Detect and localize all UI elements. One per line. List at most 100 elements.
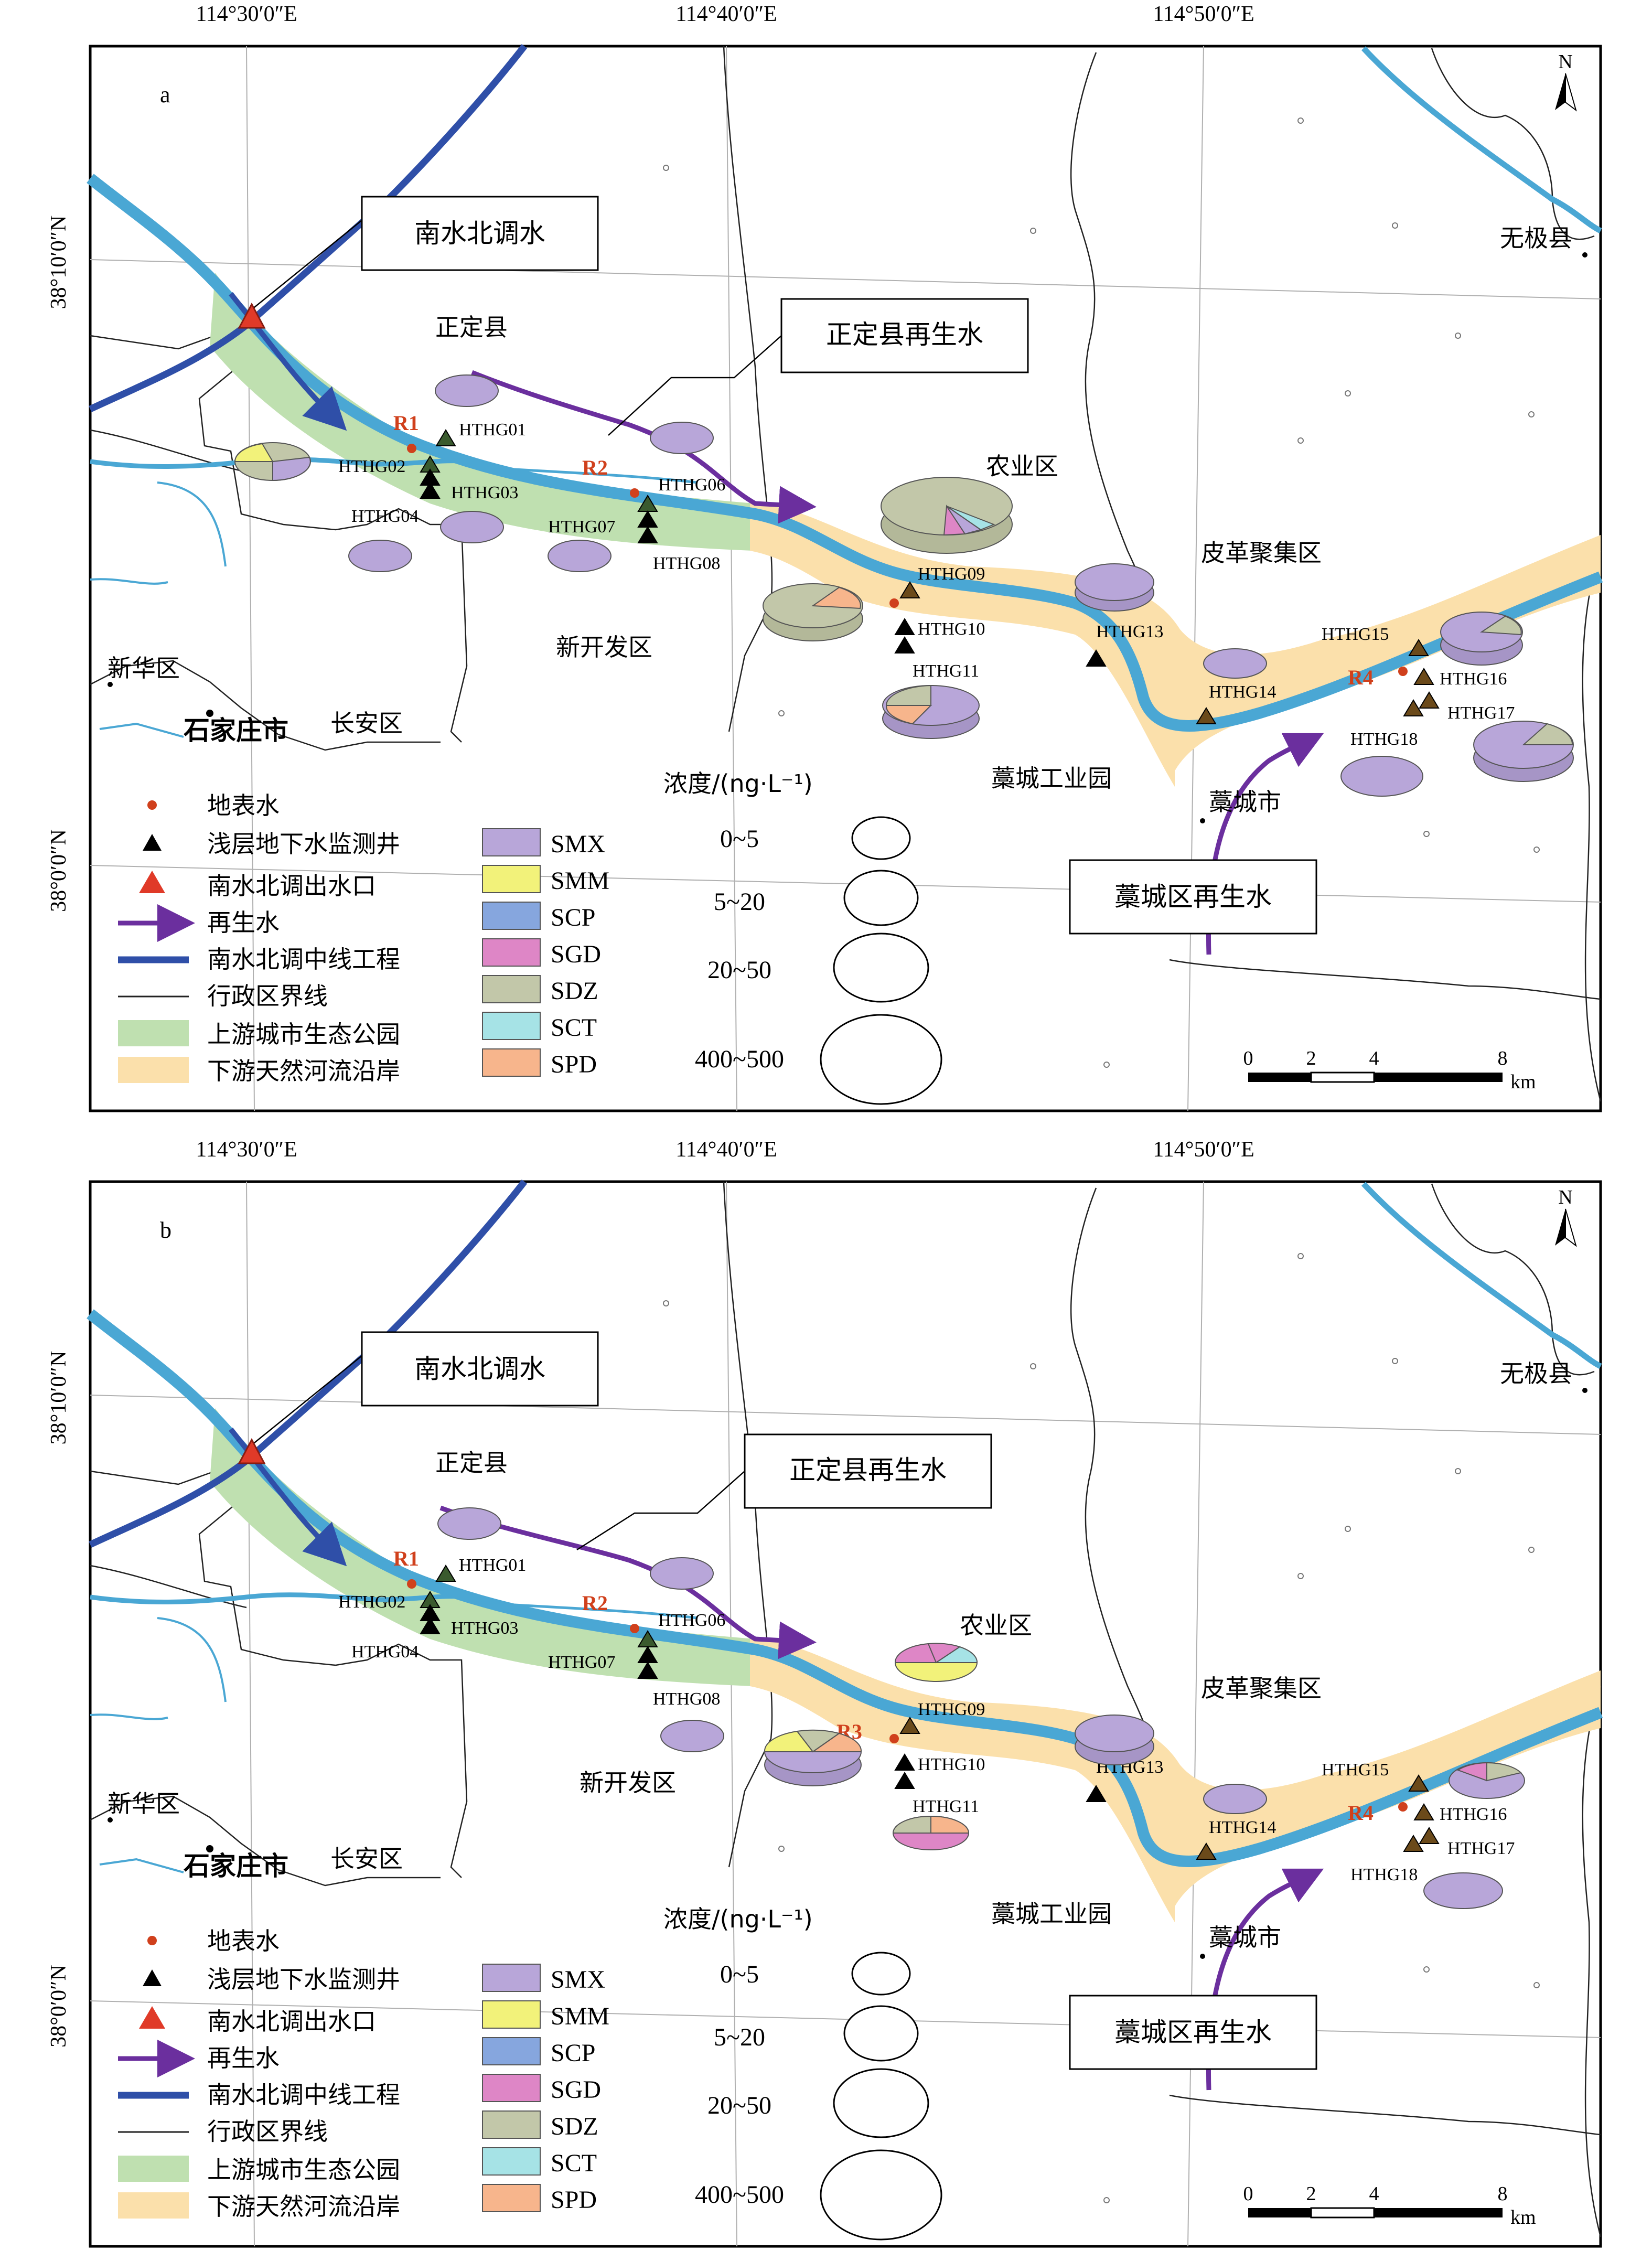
- svg-text:SMX: SMX: [551, 1966, 605, 1994]
- monitoring-wells: [420, 429, 1440, 724]
- svg-text:HTHG03: HTHG03: [451, 1619, 518, 1638]
- svg-text:HTHG14: HTHG14: [1209, 1818, 1276, 1837]
- svg-text:地表水: 地表水: [207, 1927, 280, 1955]
- callout-zd-reclaimed-b: 正定县再生水: [576, 1433, 992, 1551]
- svg-text:4: 4: [1369, 1047, 1379, 1069]
- well-labels-b: HTHG01 HTHG02 HTHG03 HTHG04 HTHG06 HTHG0…: [338, 1556, 1515, 1884]
- svg-text:再生水: 再生水: [207, 908, 280, 937]
- svg-text:HTHG02: HTHG02: [338, 457, 405, 476]
- svg-text:SCT: SCT: [551, 1014, 597, 1042]
- monitoring-wells-b: [420, 1565, 1440, 1860]
- lat-label-2b: 38°0′0″N: [47, 1965, 71, 2048]
- lon-label-2b: 114°40′0″E: [675, 1138, 777, 1162]
- site-r2-b: R2: [582, 1591, 608, 1615]
- svg-text:SMX: SMX: [551, 830, 605, 858]
- nsbd-flow-arrow-b: [229, 1427, 347, 1567]
- place-pige: 皮革聚集区: [1201, 539, 1322, 567]
- svg-text:再生水: 再生水: [207, 2044, 280, 2072]
- svg-text:N: N: [1558, 51, 1572, 73]
- svg-text:HTHG06: HTHG06: [658, 475, 725, 495]
- svg-text:SDZ: SDZ: [551, 2113, 598, 2140]
- callout-gc-reclaimed: 藁城区再生水: [1069, 859, 1317, 935]
- place-pige-b: 皮革聚集区: [1201, 1674, 1322, 1702]
- place-zhengding: 正定县: [435, 313, 508, 341]
- svg-text:400~500: 400~500: [695, 1045, 784, 1073]
- well-labels: HTHG01 HTHG02 HTHG03 HTHG04 HTHG06 HTHG0…: [338, 420, 1515, 749]
- svg-text:浓度/(ng·L⁻¹): 浓度/(ng·L⁻¹): [663, 769, 813, 798]
- svg-text:HTHG07: HTHG07: [548, 517, 615, 537]
- svg-text:HTHG08: HTHG08: [653, 554, 720, 573]
- svg-text:0: 0: [1243, 2183, 1253, 2205]
- callout-nsbd: 南水北调水: [251, 196, 599, 310]
- svg-text:HTHG01: HTHG01: [459, 420, 526, 440]
- svg-text:HTHG09: HTHG09: [918, 564, 985, 584]
- nsbd-outlet-marker-b: [238, 1438, 266, 1464]
- svg-text:行政区界线: 行政区界线: [207, 982, 328, 1010]
- svg-text:4: 4: [1369, 2183, 1379, 2205]
- svg-text:正定县再生水: 正定县再生水: [826, 319, 983, 350]
- panel-b: 114°30′0″E 114°40′0″E 114°50′0″E 38°10′0…: [47, 1138, 1603, 2248]
- svg-text:SGD: SGD: [551, 2076, 601, 2104]
- place-shijiazhuang-b: 石家庄市: [184, 1851, 288, 1881]
- svg-text:HTHG16: HTHG16: [1440, 1805, 1507, 1824]
- place-xinhua-b: 新华区: [108, 1790, 180, 1818]
- svg-text:南水北调水: 南水北调水: [414, 1354, 545, 1384]
- lat-label-1b: 38°10′0″N: [47, 1351, 71, 1445]
- svg-text:HTHG10: HTHG10: [918, 1755, 985, 1774]
- svg-text:HTHG16: HTHG16: [1440, 669, 1507, 689]
- svg-text:浓度/(ng·L⁻¹): 浓度/(ng·L⁻¹): [663, 1905, 813, 1933]
- svg-text:SCP: SCP: [551, 2039, 595, 2067]
- svg-text:HTHG18: HTHG18: [1350, 730, 1418, 749]
- svg-text:SGD: SGD: [551, 940, 601, 968]
- svg-text:上游城市生态公园: 上游城市生态公园: [207, 2156, 400, 2184]
- svg-text:藁城区再生水: 藁城区再生水: [1114, 882, 1272, 912]
- svg-text:2: 2: [1306, 1047, 1316, 1069]
- scale-bar-b: 0 2 4 8 km: [1243, 2183, 1536, 2228]
- svg-text:南水北调出水口: 南水北调出水口: [207, 2007, 376, 2035]
- svg-text:SCT: SCT: [551, 2149, 597, 2177]
- lon-label-2: 114°40′0″E: [675, 2, 777, 26]
- place-changan: 长安区: [330, 709, 403, 737]
- disc-zhengding: [435, 374, 499, 407]
- village-dots-b: [663, 1253, 1540, 2203]
- lon-label-3: 114°50′0″E: [1153, 2, 1254, 26]
- place-xinkaifa: 新开发区: [556, 633, 652, 661]
- site-r4: R4: [1348, 666, 1374, 689]
- svg-text:HTHG15: HTHG15: [1322, 1760, 1389, 1780]
- place-gaocheng-city: 藁城市: [1209, 788, 1281, 816]
- svg-text:5~20: 5~20: [714, 888, 765, 916]
- lat-label-1: 38°10′0″N: [47, 216, 71, 309]
- callout-nsbd-b: 南水北调水: [251, 1331, 599, 1445]
- svg-text:0: 0: [1243, 1047, 1253, 1069]
- svg-text:HTHG10: HTHG10: [918, 619, 985, 639]
- svg-text:20~50: 20~50: [707, 956, 771, 984]
- svg-text:SCP: SCP: [551, 904, 595, 931]
- legend: 地表水 浅层地下水监测井 南水北调出水口 再生水 南水北调中线工程 行政区界线 …: [118, 769, 942, 1105]
- callout-gc-reclaimed-b: 藁城区再生水: [1069, 1995, 1317, 2070]
- panel-label-a: a: [160, 82, 170, 108]
- svg-text:HTHG09: HTHG09: [918, 1700, 985, 1719]
- nsbd-route: [89, 44, 528, 412]
- svg-text:浅层地下水监测井: 浅层地下水监测井: [207, 1965, 400, 1994]
- place-nongye-b: 农业区: [960, 1611, 1032, 1640]
- svg-text:SMM: SMM: [551, 867, 609, 895]
- place-gaocheng-city-b: 藁城市: [1209, 1923, 1281, 1952]
- surface-water-points-b: [407, 1579, 1408, 1812]
- lat-label-2: 38°0′0″N: [47, 829, 71, 912]
- svg-text:HTHG03: HTHG03: [451, 483, 518, 502]
- svg-text:HTHG17: HTHG17: [1447, 703, 1515, 723]
- svg-text:HTHG08: HTHG08: [653, 1689, 720, 1709]
- svg-text:HTHG11: HTHG11: [913, 1797, 979, 1816]
- place-wuji-b: 无极县: [1500, 1359, 1572, 1388]
- downstream-river-zone: [750, 503, 1601, 787]
- svg-text:HTHG02: HTHG02: [338, 1592, 405, 1612]
- svg-text:正定县再生水: 正定县再生水: [789, 1455, 947, 1485]
- svg-text:HTHG17: HTHG17: [1447, 1839, 1515, 1858]
- svg-text:SPD: SPD: [551, 2186, 597, 2214]
- svg-text:行政区界线: 行政区界线: [207, 2117, 328, 2146]
- surface-water-points: [407, 444, 1408, 676]
- nsbd-route-b: [89, 1179, 528, 1548]
- nsbd-flow-arrow: [229, 292, 347, 431]
- zd-reclaimed-arrow: [471, 370, 817, 524]
- svg-text:0~5: 0~5: [720, 825, 759, 853]
